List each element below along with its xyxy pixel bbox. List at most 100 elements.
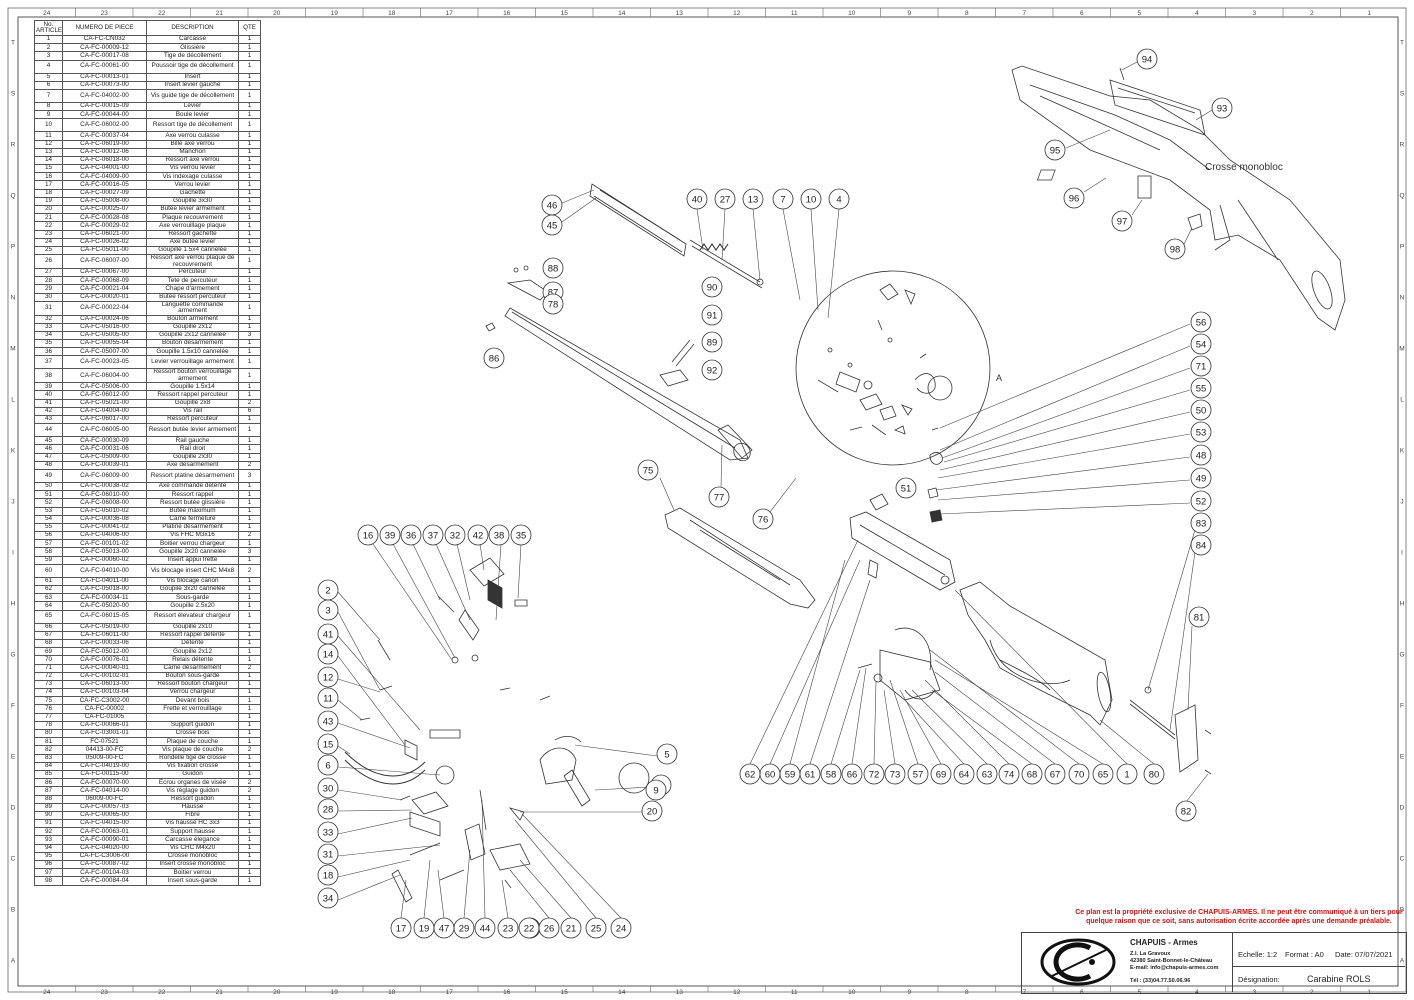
bom-header-part-number: NUMERO DE PIECE bbox=[62, 20, 147, 36]
bom-description: Fibre bbox=[146, 810, 239, 821]
bom-part-number: FC-07521 bbox=[62, 737, 147, 747]
title-block-divider bbox=[1232, 966, 1405, 967]
bom-description: Bouton armement bbox=[146, 314, 239, 324]
border-row-letter: A bbox=[11, 958, 16, 965]
carcasse-drawing bbox=[849, 493, 956, 591]
border-column-number: 23 bbox=[101, 989, 109, 996]
bom-article-no: 53 bbox=[34, 506, 63, 516]
callout-53: 53 bbox=[1190, 421, 1212, 443]
callout-number: 91 bbox=[707, 311, 718, 322]
callout-circle bbox=[474, 917, 496, 939]
bom-description: Frette et verrouillage bbox=[146, 704, 239, 714]
callout-circle bbox=[317, 821, 339, 843]
bom-qty: 1 bbox=[238, 671, 261, 681]
bom-description: Goupille 1.5x10 cannelée bbox=[146, 347, 239, 357]
callout-96: 96 bbox=[1063, 187, 1085, 209]
callout-circle bbox=[1136, 48, 1158, 70]
bom-description: Plaque de couche bbox=[146, 737, 239, 747]
callout-circle bbox=[976, 763, 998, 785]
callout-4: 4 bbox=[828, 188, 850, 210]
bom-part-number: CA-FC-06017-00 bbox=[62, 414, 147, 425]
callout-19: 19 bbox=[413, 917, 435, 939]
callout-74: 74 bbox=[998, 763, 1020, 785]
bom-qty: 1 bbox=[238, 139, 261, 149]
bom-qty: 1 bbox=[238, 382, 261, 392]
bom-description: Goupille 3x30 bbox=[146, 196, 239, 207]
bom-article-no: 20 bbox=[34, 204, 63, 215]
bom-part-number: CA-FC-00040-01 bbox=[62, 663, 147, 673]
callout-circle bbox=[637, 459, 659, 481]
bom-part-number: CA-FC-05008-00 bbox=[62, 196, 147, 207]
bom-article-no: 32 bbox=[34, 314, 63, 324]
callout-circle bbox=[1188, 606, 1210, 628]
callout-circle bbox=[317, 754, 339, 776]
bom-article-no: 52 bbox=[34, 498, 63, 508]
callout-number: 64 bbox=[959, 770, 970, 781]
bom-article-no: 74 bbox=[34, 688, 63, 698]
callout-68: 68 bbox=[1021, 763, 1043, 785]
border-row-letter: Q bbox=[10, 193, 15, 200]
bom-article-no: 36 bbox=[34, 347, 63, 357]
bom-part-number: CA-FC-01005 bbox=[62, 712, 147, 722]
designation-label: Désignation: bbox=[1238, 975, 1280, 984]
bom-description: Plaque recouvrement bbox=[146, 213, 239, 223]
callout-number: 87 bbox=[548, 288, 559, 299]
bom-article-no: 95 bbox=[34, 851, 63, 862]
callout-92: 92 bbox=[701, 359, 723, 381]
bom-qty: 1 bbox=[238, 172, 261, 182]
bom-qty: 1 bbox=[238, 110, 261, 120]
bom-article-no: 81 bbox=[34, 737, 63, 747]
callout-number: 66 bbox=[847, 770, 858, 781]
bom-qty: 1 bbox=[238, 522, 261, 533]
bom-part-number: CA-FC-06009-00 bbox=[62, 468, 147, 483]
bom-article-no: 16 bbox=[34, 172, 63, 182]
bom-description: Relais détente bbox=[146, 655, 239, 665]
callout-circle bbox=[742, 188, 764, 210]
callout-number: 86 bbox=[489, 354, 500, 365]
callout-number: 73 bbox=[890, 770, 901, 781]
border-row-letter: G bbox=[10, 652, 15, 659]
callout-circle bbox=[510, 524, 532, 546]
callout-number: 3 bbox=[325, 606, 330, 617]
bom-article-no: 66 bbox=[34, 622, 63, 632]
border-row-letter: R bbox=[1400, 142, 1405, 149]
callout-60: 60 bbox=[759, 763, 781, 785]
border-row-letter: E bbox=[1400, 754, 1405, 761]
border-column-number: 11 bbox=[791, 989, 798, 996]
bom-part-number: CA-FC-06015-05 bbox=[62, 609, 147, 624]
bom-part-number: CA-FC-00041-02 bbox=[62, 522, 147, 533]
bom-description: Butée maximum bbox=[146, 506, 239, 516]
callout-5: 5 bbox=[656, 743, 678, 765]
bom-part-number: 06009-00-FC bbox=[62, 794, 147, 804]
leader-lines bbox=[337, 61, 1213, 919]
callout-number: 40 bbox=[692, 195, 703, 206]
bom-article-no: 24 bbox=[34, 237, 63, 247]
bom-article-no: 42 bbox=[34, 406, 63, 417]
bom-part-number: CA-FC-00022-04 bbox=[62, 300, 147, 316]
crosse-bois-drawing bbox=[959, 581, 1113, 726]
bom-qty: 1 bbox=[238, 539, 261, 549]
callout-circle bbox=[998, 763, 1020, 785]
bom-part-number: CA-FC-00016-05 bbox=[62, 180, 147, 190]
border-row-letter: N bbox=[1400, 295, 1405, 302]
bom-article-no: 67 bbox=[34, 630, 63, 640]
